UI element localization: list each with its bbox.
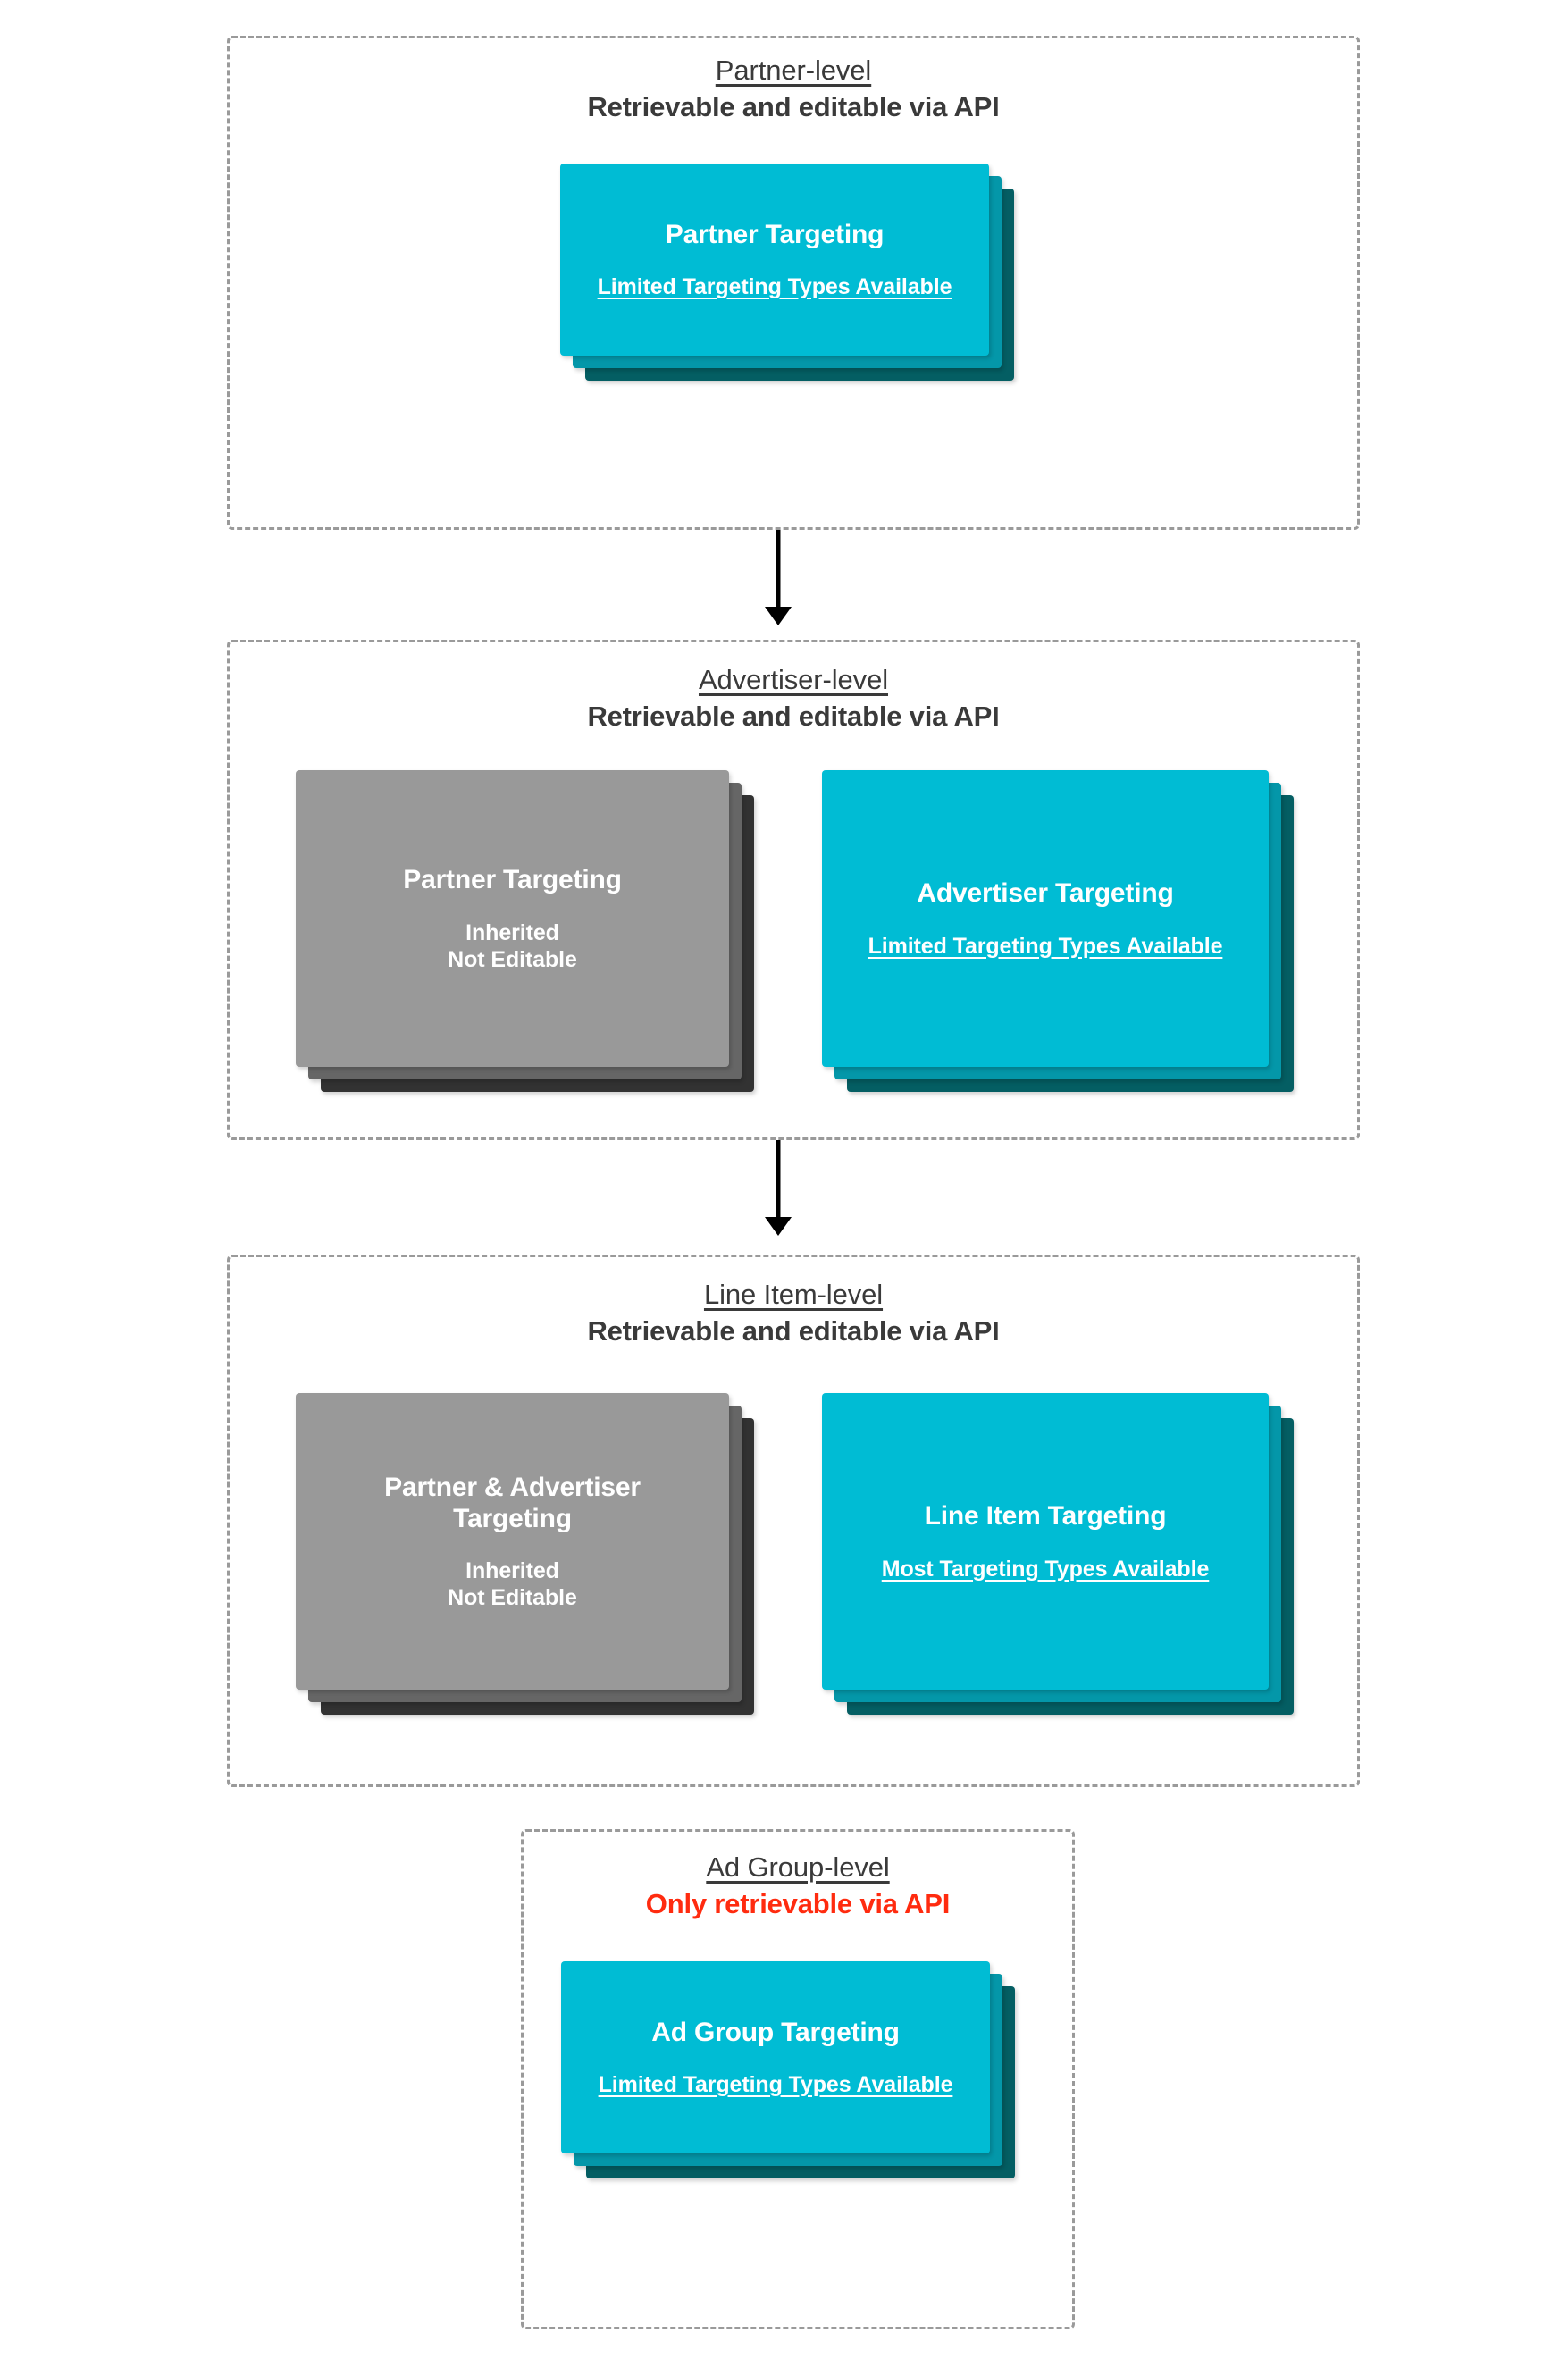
card-title: Advertiser Targeting bbox=[917, 878, 1174, 909]
level-header-line-item: Line Item-level Retrievable and editable… bbox=[230, 1279, 1357, 1347]
connector-partner-to-advertiser bbox=[764, 530, 792, 625]
card-ad-group-targeting[interactable]: Ad Group Targeting Limited Targeting Typ… bbox=[561, 1961, 990, 2153]
connector-arrowhead bbox=[765, 607, 792, 625]
level-box-line-item: Line Item-level Retrievable and editable… bbox=[227, 1255, 1360, 1787]
card-title: Partner Targeting bbox=[403, 865, 622, 895]
level-box-ad-group: Ad Group-level Only retrievable via API … bbox=[521, 1829, 1075, 2329]
level-title-partner: Partner-level bbox=[715, 55, 872, 86]
card-title: Partner & Advertiser Targeting bbox=[384, 1472, 641, 1533]
card-stack-inherited-partner-advertiser-targeting[interactable]: Partner & Advertiser Targeting Inherited… bbox=[296, 1393, 760, 1715]
level-header-advertiser: Advertiser-level Retrievable and editabl… bbox=[230, 664, 1357, 733]
level-box-advertiser: Advertiser-level Retrievable and editabl… bbox=[227, 640, 1360, 1140]
card-subtitle: Limited Targeting Types Available bbox=[868, 933, 1223, 959]
level-title-ad-group: Ad Group-level bbox=[706, 1851, 890, 1883]
card-stack-line-item-targeting[interactable]: Line Item Targeting Most Targeting Types… bbox=[822, 1393, 1294, 1715]
card-stack-partner-targeting[interactable]: Partner Targeting Limited Targeting Type… bbox=[560, 164, 1016, 382]
card-title: Ad Group Targeting bbox=[651, 2017, 900, 2047]
card-title: Line Item Targeting bbox=[924, 1501, 1167, 1532]
connector-arrowhead bbox=[765, 1217, 792, 1236]
level-title-line-item: Line Item-level bbox=[703, 1279, 884, 1310]
level-status-advertiser: Retrievable and editable via API bbox=[587, 700, 1000, 732]
level-status-line-item: Retrievable and editable via API bbox=[587, 1314, 1000, 1347]
card-title: Partner Targeting bbox=[665, 219, 885, 249]
level-title-advertiser: Advertiser-level bbox=[698, 664, 889, 695]
card-stack-inherited-partner-targeting[interactable]: Partner Targeting Inherited Not Editable bbox=[296, 770, 760, 1092]
card-stack-advertiser-targeting[interactable]: Advertiser Targeting Limited Targeting T… bbox=[822, 770, 1294, 1092]
card-subtitle: Inherited Not Editable bbox=[448, 1558, 577, 1611]
card-stack-ad-group-targeting[interactable]: Ad Group Targeting Limited Targeting Typ… bbox=[561, 1961, 1017, 2180]
card-subtitle: Inherited Not Editable bbox=[448, 919, 577, 972]
connector-advertiser-to-line-item bbox=[764, 1140, 792, 1236]
card-line-item-targeting[interactable]: Line Item Targeting Most Targeting Types… bbox=[822, 1393, 1269, 1690]
card-subtitle: Limited Targeting Types Available bbox=[598, 2072, 953, 2098]
card-inherited-partner-advertiser-targeting[interactable]: Partner & Advertiser Targeting Inherited… bbox=[296, 1393, 729, 1690]
card-subtitle: Most Targeting Types Available bbox=[881, 1556, 1210, 1582]
connector-shaft bbox=[776, 530, 781, 609]
card-advertiser-targeting[interactable]: Advertiser Targeting Limited Targeting T… bbox=[822, 770, 1269, 1067]
level-header-ad-group: Ad Group-level Only retrievable via API bbox=[524, 1851, 1072, 1920]
card-inherited-partner-targeting[interactable]: Partner Targeting Inherited Not Editable bbox=[296, 770, 729, 1067]
card-subtitle: Limited Targeting Types Available bbox=[597, 274, 952, 300]
level-header-partner: Partner-level Retrievable and editable v… bbox=[230, 55, 1357, 123]
connector-shaft bbox=[776, 1140, 781, 1219]
level-status-partner: Retrievable and editable via API bbox=[587, 90, 1000, 122]
card-partner-targeting[interactable]: Partner Targeting Limited Targeting Type… bbox=[560, 164, 989, 356]
level-box-partner: Partner-level Retrievable and editable v… bbox=[227, 36, 1360, 530]
level-status-ad-group: Only retrievable via API bbox=[645, 1887, 951, 1919]
